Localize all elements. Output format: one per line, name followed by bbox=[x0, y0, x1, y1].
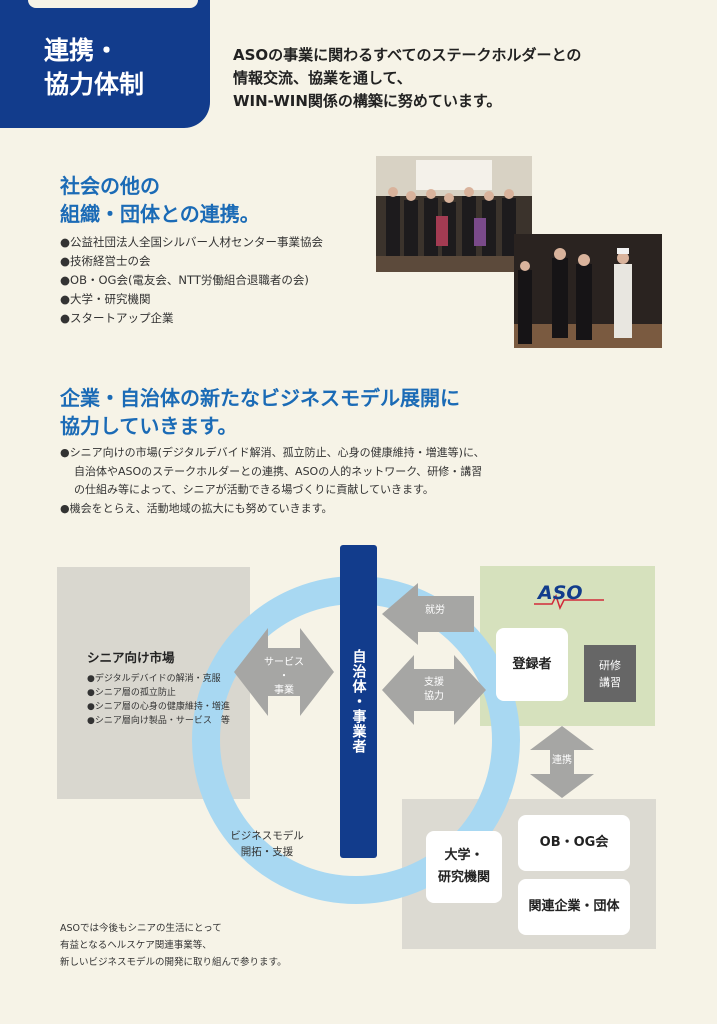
section1-bullet-list: ●公益社団法人全国シルバー人材センター事業協会 ●技術経営士の会 ●OB・OG会… bbox=[60, 233, 323, 328]
list-item: ●シニア層の孤立防止 bbox=[87, 688, 176, 698]
support-arrow-label: 支援 協力 bbox=[424, 677, 444, 702]
header-desc-line3: WIN-WIN関係の構築に努めています。 bbox=[233, 92, 502, 110]
aso-logo: ASO bbox=[534, 582, 604, 610]
list-item: ●デジタルデバイドの解消・克服 bbox=[87, 674, 221, 684]
header-top-strip bbox=[28, 0, 198, 8]
list-item: ●公益社団法人全国シルバー人材センター事業協会 bbox=[60, 235, 324, 249]
list-item: ●技術経営士の会 bbox=[60, 254, 151, 268]
senior-market-content: シニア向け市場 ●デジタルデバイドの解消・克服 ●シニア層の孤立防止 ●シニア層… bbox=[87, 647, 230, 728]
service-arrow-label: サービス ・ 事業 bbox=[264, 657, 304, 696]
section2-bullet1-line2: 自治体やASOのステークホルダーとの連携、ASOの人的ネットワーク、研修・講習 bbox=[74, 464, 483, 478]
group-photo bbox=[376, 156, 532, 272]
section1-title-line1: 社会の他の bbox=[60, 174, 160, 198]
section2-body: ●シニア向けの市場(デジタルデバイド解消、孤立防止、心身の健康維持・増進等)に、… bbox=[60, 444, 485, 518]
list-item: ●スタートアップ企業 bbox=[60, 311, 174, 325]
header-title-line1: 連携・ bbox=[44, 36, 120, 65]
link-double-arrow bbox=[530, 726, 594, 798]
service-double-arrow bbox=[234, 628, 334, 716]
section2-title-line2: 協力していきます。 bbox=[60, 414, 238, 438]
obog-card: OB・OG会 bbox=[518, 815, 630, 871]
support-double-arrow bbox=[382, 655, 486, 725]
section2-title: 企業・自治体の新たなビジネスモデル展開に 協力していきます。 bbox=[60, 384, 460, 440]
list-item: ●シニア層の心身の健康維持・増進 bbox=[87, 702, 230, 712]
registrant-card: 登録者 bbox=[496, 628, 568, 701]
section2-bullet1-line1: ●シニア向けの市場(デジタルデバイド解消、孤立防止、心身の健康維持・増進等)に、 bbox=[60, 446, 485, 459]
related-companies-card: 関連企業・団体 bbox=[518, 879, 630, 935]
section2-bullet2: ●機会をとらえ、活動地域の拡大にも努めていきます。 bbox=[60, 501, 333, 515]
training-box: 研修 講習 bbox=[584, 645, 636, 702]
list-item: ●シニア層向け製品・サービス 等 bbox=[87, 716, 230, 726]
university-card: 大学・ 研究機関 bbox=[426, 831, 502, 903]
header-title-line2: 協力体制 bbox=[44, 70, 145, 99]
section2-title-line1: 企業・自治体の新たなビジネスモデル展開に bbox=[60, 386, 460, 410]
link-arrow-label: 連携 bbox=[552, 755, 572, 766]
section2-bullet1-line3: の仕組み等によって、シニアが活動できる場づくりに貢献していきます。 bbox=[74, 483, 434, 496]
section1-title: 社会の他の 組織・団体との連携。 bbox=[60, 172, 260, 228]
header-description: ASOの事業に関わるすべてのステークホルダーとの 情報交流、協業を通して、 WI… bbox=[233, 44, 703, 113]
list-item: ●OB・OG会(電友会、NTT労働組合退職者の会) bbox=[60, 273, 309, 287]
work-arrow bbox=[382, 583, 474, 645]
ceremony-photo bbox=[514, 234, 662, 348]
footnote: ASOでは今後もシニアの生活にとって 有益となるヘルスケア関連事業等、 新しいビ… bbox=[60, 923, 287, 968]
business-model-caption: ビジネスモデル 開拓・支援 bbox=[230, 830, 304, 858]
header-desc-line1: ASOの事業に関わるすべてのステークホルダーとの bbox=[233, 46, 582, 64]
header-desc-line2: 情報交流、協業を通して、 bbox=[233, 69, 412, 87]
aso-logo-text: ASO bbox=[538, 582, 583, 604]
work-arrow-label: 就労 bbox=[425, 605, 445, 616]
list-item: ●大学・研究機関 bbox=[60, 292, 151, 306]
senior-market-title: シニア向け市場 bbox=[87, 650, 175, 665]
section1-title-line2: 組織・団体との連携。 bbox=[60, 202, 260, 226]
government-business-bar: 自治体・事業者 bbox=[340, 545, 377, 858]
aso-logo-wave-icon bbox=[534, 594, 604, 610]
section-header-tab: 連携・ 協力体制 bbox=[0, 0, 210, 128]
